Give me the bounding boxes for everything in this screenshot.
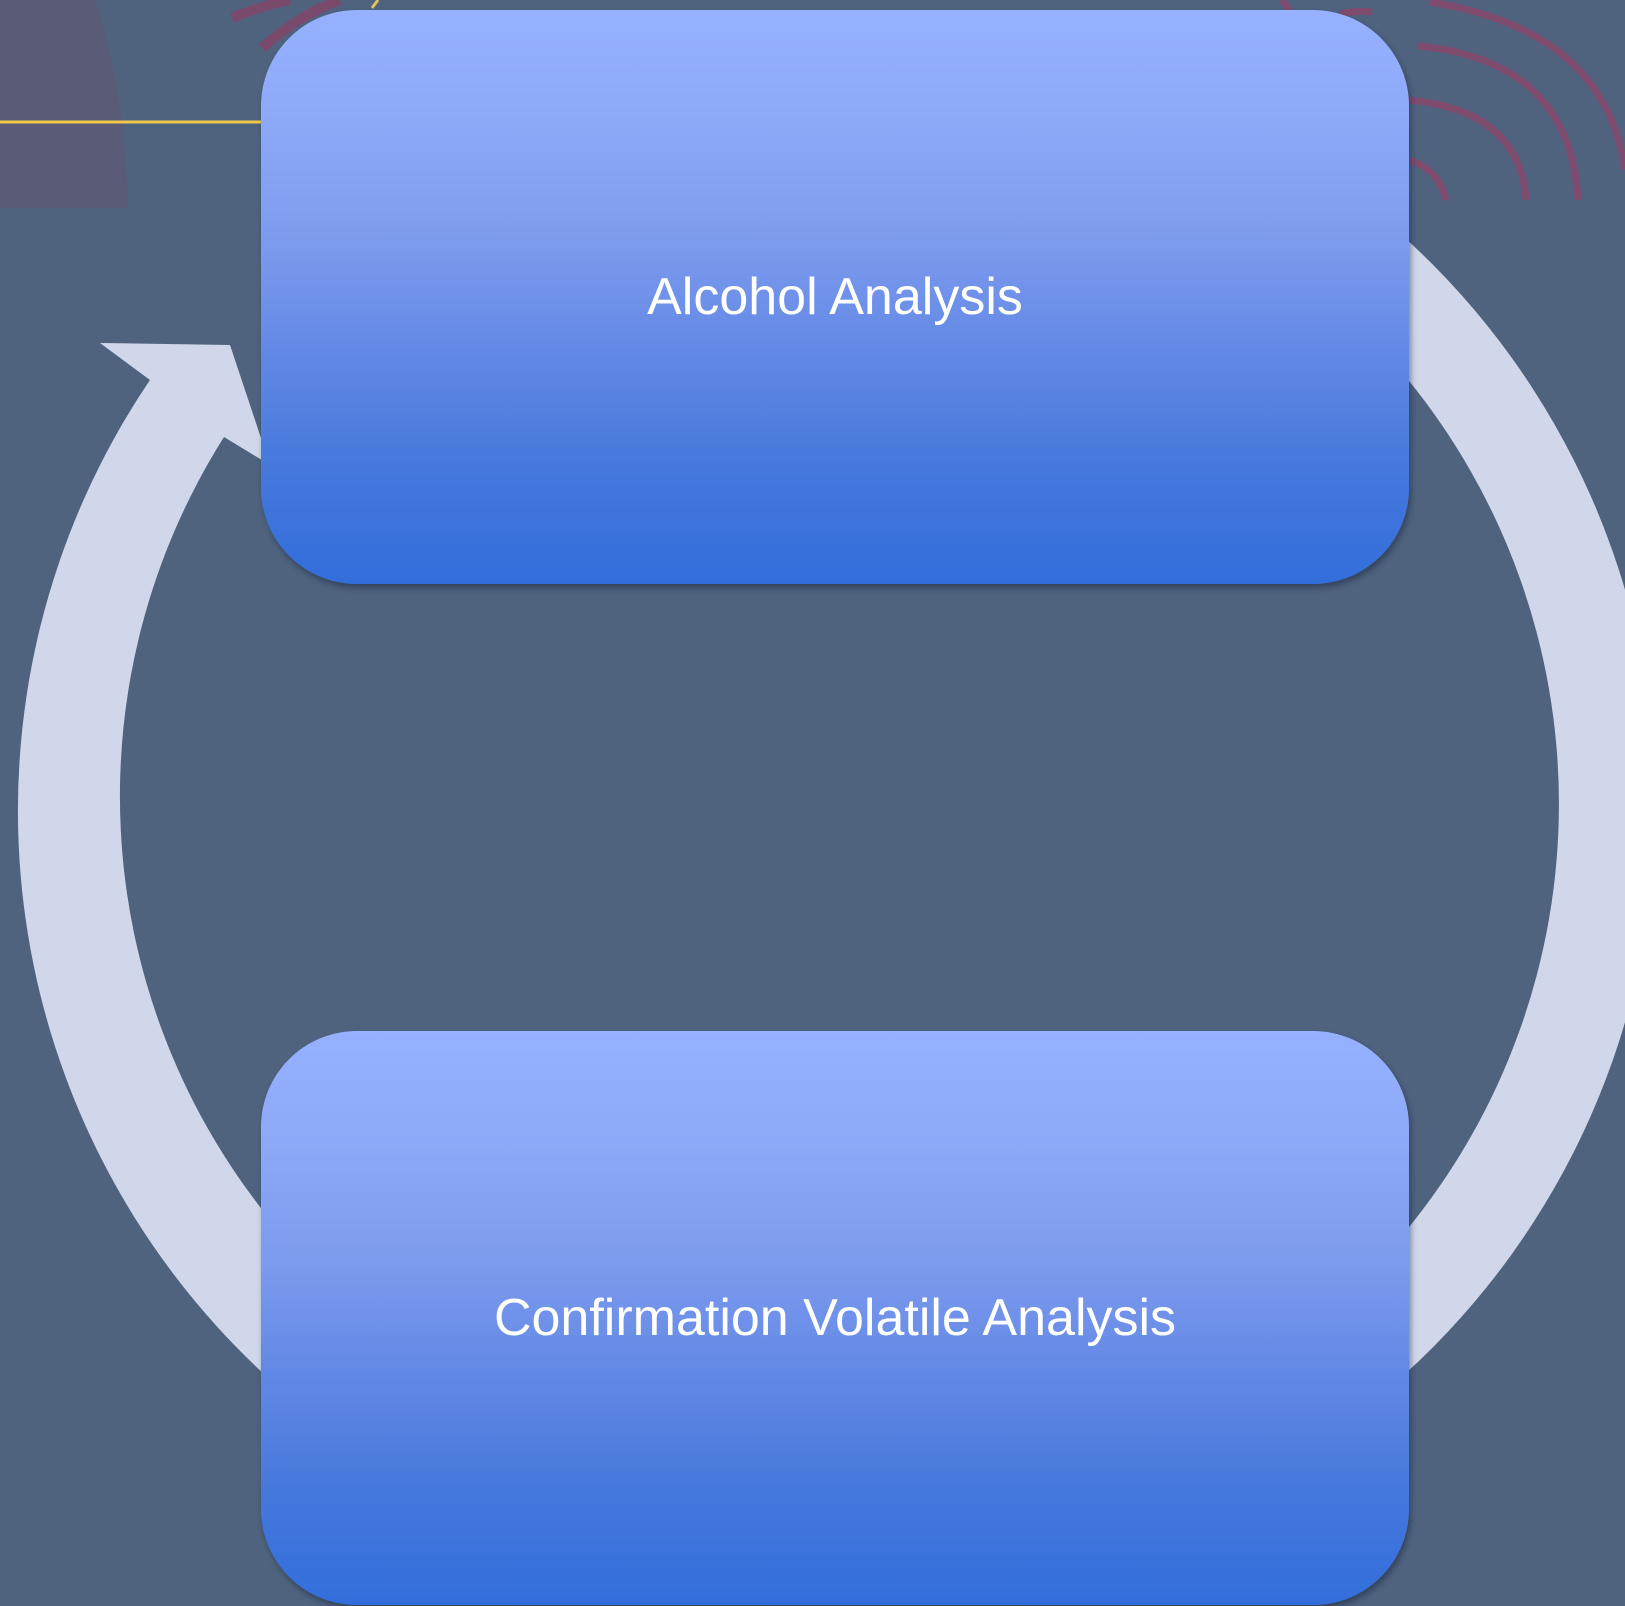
step-label: Confirmation Volatile Analysis <box>493 1289 1177 1347</box>
step-label: Alcohol Analysis <box>647 268 1023 326</box>
cycle-arrow-left-head <box>17 343 270 1374</box>
step-box-alcohol-analysis: Alcohol Analysis <box>261 10 1409 584</box>
decorative-pattern-top-left <box>0 0 380 208</box>
cycle-arrow <box>17 238 1625 1374</box>
decorative-pattern-top-right <box>1279 0 1625 201</box>
step-box-confirmation-volatile-analysis: Confirmation Volatile Analysis <box>261 1031 1409 1605</box>
cycle-arrow-right-segment <box>1405 238 1625 1374</box>
